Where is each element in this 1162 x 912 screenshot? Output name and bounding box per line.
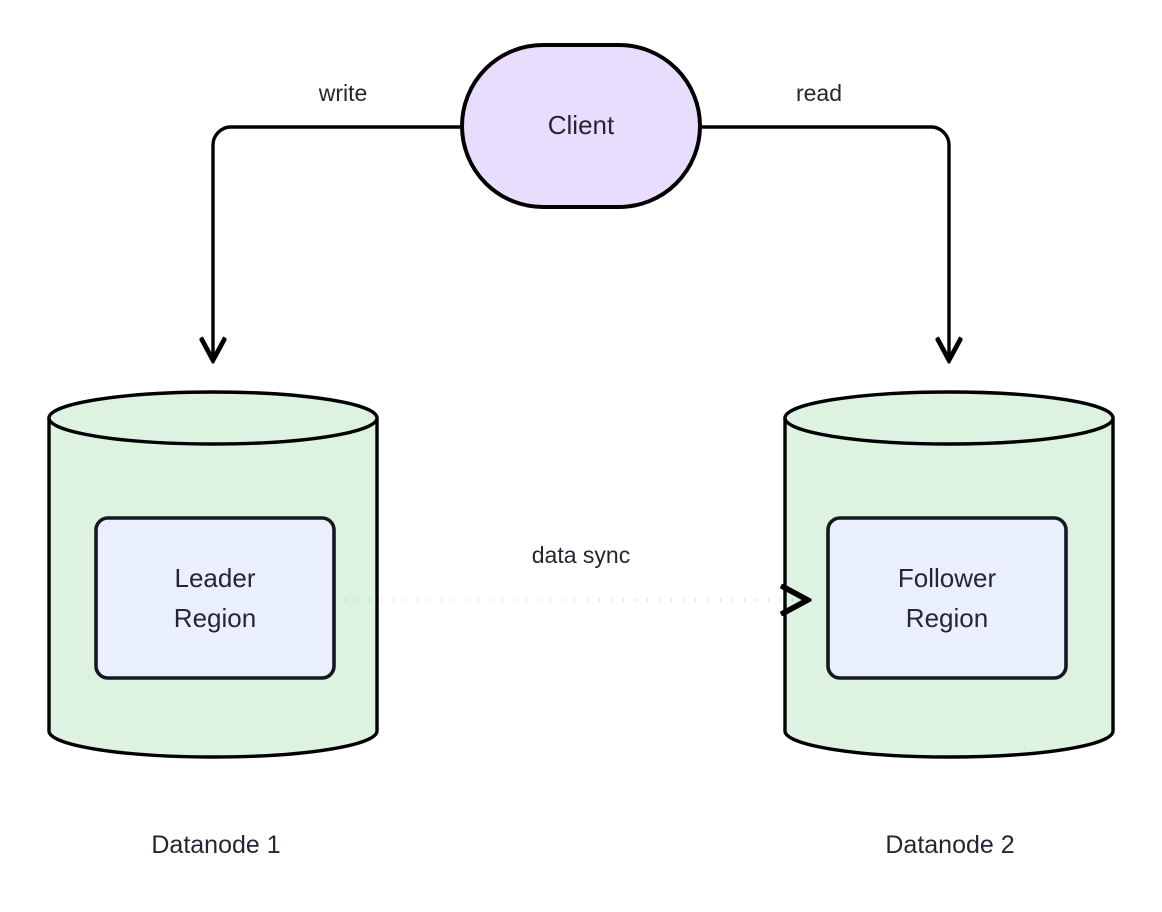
leader-region-box[interactable] (94, 516, 336, 680)
datanode-2-cylinder-top (783, 390, 1115, 446)
follower-region-box[interactable] (826, 516, 1068, 680)
node-datanode-1[interactable]: Leader Region Datanode 1 (47, 390, 379, 859)
client-shape[interactable] (460, 43, 702, 209)
datanode-1-region[interactable]: Leader Region (94, 516, 336, 680)
follower-region-label-line1: Follower (898, 563, 997, 593)
edge-data-sync: data sync (345, 542, 805, 600)
node-client[interactable]: Client (460, 43, 702, 209)
leader-region-label-line1: Leader (175, 563, 256, 593)
datanode-1-cylinder-top (47, 390, 379, 446)
edge-read-label: read (796, 80, 842, 106)
edge-read-path (700, 125, 949, 358)
edge-write-path (213, 125, 462, 358)
edge-write: write (213, 80, 462, 358)
leader-region-label-line2: Region (174, 603, 256, 633)
edge-data-sync-label: data sync (532, 542, 630, 568)
edge-write-label: write (318, 80, 368, 106)
follower-region-label-line2: Region (906, 603, 988, 633)
edge-read: read (700, 80, 949, 358)
datanode-2-caption: Datanode 2 (885, 831, 1014, 859)
datanode-2-region[interactable]: Follower Region (826, 516, 1068, 680)
datanode-1-caption: Datanode 1 (151, 831, 280, 859)
client-label: Client (548, 110, 615, 140)
node-datanode-2[interactable]: Follower Region Datanode 2 (783, 390, 1115, 859)
